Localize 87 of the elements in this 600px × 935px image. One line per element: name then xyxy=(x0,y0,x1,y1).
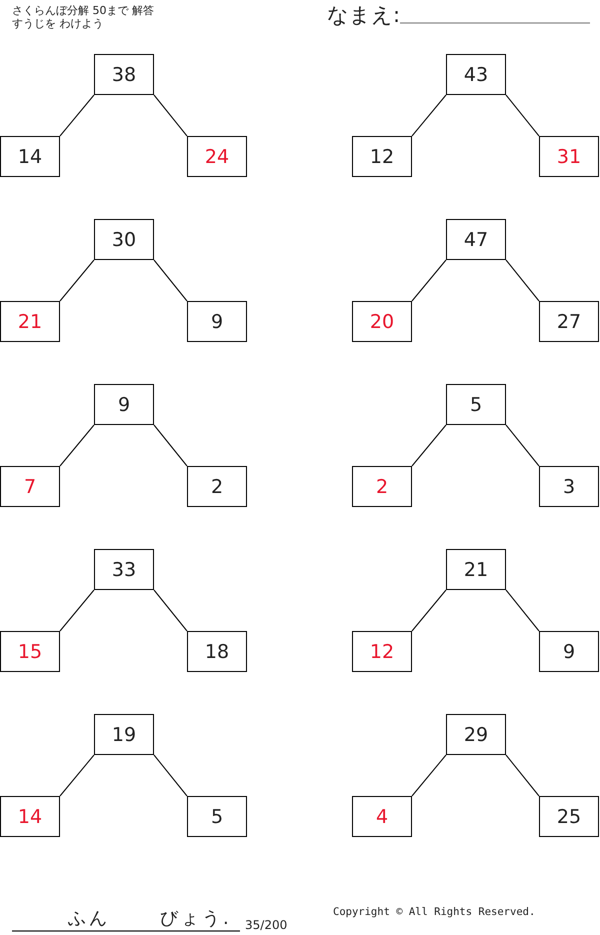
connector-line xyxy=(412,754,446,796)
connector-line xyxy=(154,94,188,136)
number-box xyxy=(539,301,599,342)
number-box xyxy=(0,631,60,672)
number-text: 38 xyxy=(112,64,136,86)
number-box xyxy=(539,796,599,837)
number-text: 43 xyxy=(464,64,488,86)
name-label: なまえ: xyxy=(327,2,400,29)
number-box xyxy=(187,301,247,342)
page-number: 35/200 xyxy=(245,918,288,932)
worksheet-title: さくらんぼ分解 50まで 解答 xyxy=(12,3,154,18)
connector-line xyxy=(60,754,94,796)
connector-line xyxy=(506,754,540,796)
number-text: 12 xyxy=(370,640,394,662)
copyright-text: Copyright © All Rights Reserved. xyxy=(333,906,536,918)
connector-line xyxy=(412,94,446,136)
connector-line xyxy=(506,590,540,632)
connector-line xyxy=(154,424,188,466)
number-text: 33 xyxy=(112,558,136,580)
number-box xyxy=(0,136,60,177)
connector-line xyxy=(60,424,94,466)
number-text: 14 xyxy=(18,146,42,168)
connector-line xyxy=(60,590,94,632)
minutes-label: ふん xyxy=(68,907,110,930)
connector-line xyxy=(506,424,540,466)
number-text: 5 xyxy=(470,394,482,416)
number-box xyxy=(352,136,412,177)
connector-line xyxy=(412,260,446,302)
connector-line xyxy=(412,424,446,466)
number-text: 12 xyxy=(370,146,394,168)
connector-line xyxy=(154,590,188,632)
connector-line xyxy=(60,260,94,302)
number-box xyxy=(352,466,412,507)
number-text: 2 xyxy=(210,476,224,498)
number-box xyxy=(0,796,60,837)
number-box xyxy=(187,796,247,837)
number-text: 27 xyxy=(556,310,582,332)
number-text: 5 xyxy=(210,806,224,828)
number-box xyxy=(446,54,506,95)
connector-line xyxy=(154,260,188,302)
number-box xyxy=(94,54,154,95)
number-box xyxy=(539,631,599,672)
number-text: 30 xyxy=(112,228,136,250)
number-box xyxy=(446,384,506,425)
number-text: 15 xyxy=(18,640,42,662)
connector-line xyxy=(154,754,188,796)
number-text: 24 xyxy=(204,146,230,168)
number-text: 47 xyxy=(464,228,488,250)
number-box xyxy=(352,631,412,672)
connector-line xyxy=(412,590,446,632)
number-box xyxy=(187,136,247,177)
number-box xyxy=(94,549,154,590)
number-box xyxy=(0,301,60,342)
number-text: 4 xyxy=(376,806,388,828)
number-box xyxy=(539,466,599,507)
number-box xyxy=(446,549,506,590)
number-text: 20 xyxy=(370,310,394,332)
number-text: 29 xyxy=(464,724,488,746)
seconds-label: びょう. xyxy=(160,907,232,930)
connector-line xyxy=(506,94,540,136)
number-box xyxy=(446,714,506,755)
worksheet-subtitle: すうじを わけよう xyxy=(12,16,104,31)
number-text: 25 xyxy=(556,806,582,828)
number-box xyxy=(187,631,247,672)
number-box xyxy=(0,466,60,507)
number-box xyxy=(94,384,154,425)
connector-line xyxy=(506,260,540,302)
number-text: 9 xyxy=(118,394,130,416)
number-box xyxy=(539,136,599,177)
number-text: 19 xyxy=(112,724,136,746)
number-text: 3 xyxy=(562,476,576,498)
connector-line xyxy=(60,94,94,136)
number-text: 31 xyxy=(556,146,582,168)
number-box xyxy=(94,219,154,260)
number-text: 21 xyxy=(18,310,42,332)
number-text: 21 xyxy=(464,558,488,580)
number-box xyxy=(94,714,154,755)
number-text: 9 xyxy=(562,640,576,662)
number-box xyxy=(446,219,506,260)
number-box xyxy=(187,466,247,507)
number-text: 2 xyxy=(376,476,388,498)
number-text: 14 xyxy=(18,806,42,828)
number-text: 18 xyxy=(204,640,230,662)
number-box xyxy=(352,301,412,342)
number-text: 9 xyxy=(210,310,224,332)
number-box xyxy=(352,796,412,837)
number-text: 7 xyxy=(24,476,36,498)
